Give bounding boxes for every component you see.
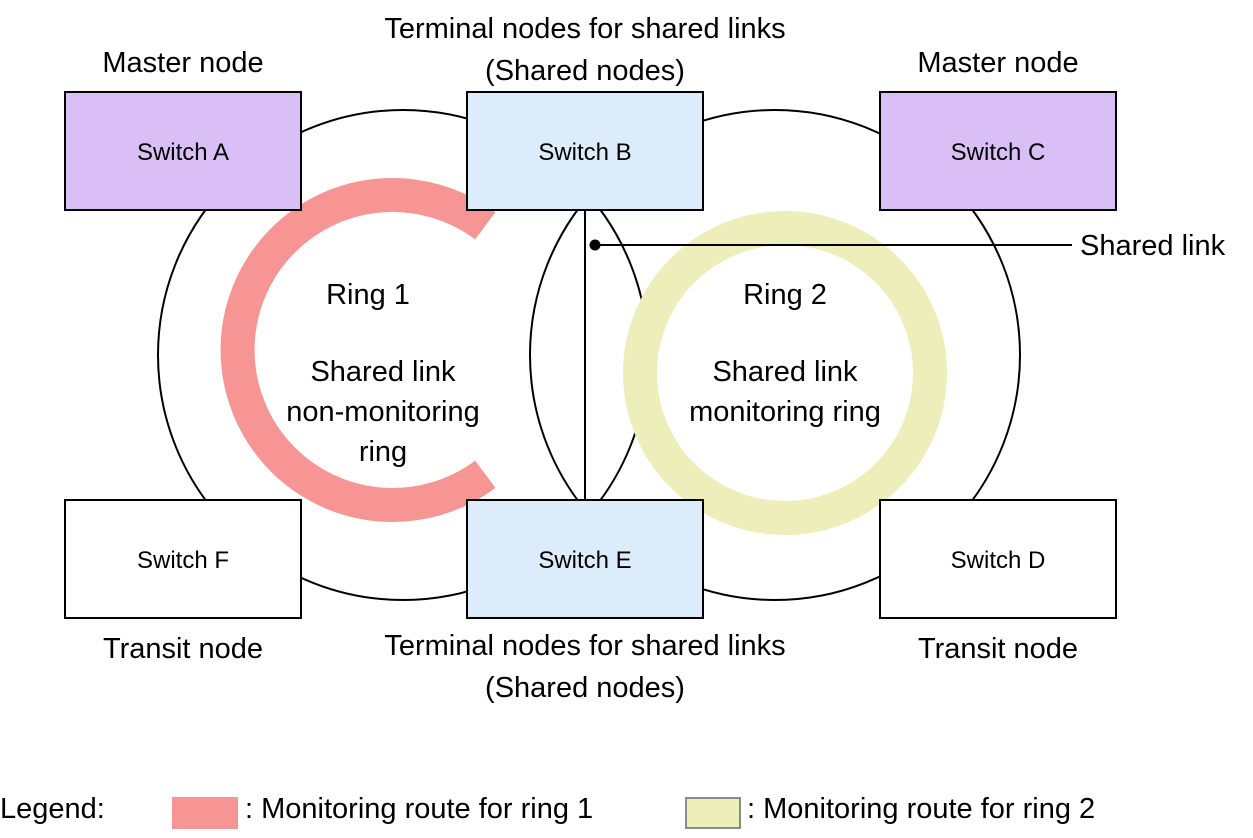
shared-nodes-label-top-line2: (Shared nodes) bbox=[485, 55, 685, 87]
switch-a-box bbox=[64, 91, 302, 211]
transit-node-label-right: Transit node bbox=[918, 633, 1078, 665]
legend-swatch-ring1 bbox=[172, 797, 238, 829]
ring2-desc-line2: monitoring ring bbox=[689, 396, 881, 428]
switch-d-label: Switch D bbox=[951, 547, 1046, 574]
shared-link-callout-dot bbox=[589, 239, 601, 251]
transit-node-label-left: Transit node bbox=[103, 633, 263, 665]
switch-e-box bbox=[466, 499, 704, 619]
switch-a-label: Switch A bbox=[137, 139, 229, 166]
legend: Legend: : Monitoring route for ring 1 : … bbox=[0, 793, 1095, 829]
shared-link-label: Shared link bbox=[1080, 230, 1226, 262]
ring2-name: Ring 2 bbox=[743, 279, 827, 311]
legend-title: Legend: bbox=[0, 793, 105, 825]
switch-c-box bbox=[879, 91, 1117, 211]
switch-f-label: Switch F bbox=[137, 547, 229, 574]
ring1-desc-line2: non-monitoring bbox=[286, 396, 479, 428]
ring2-desc-line1: Shared link bbox=[712, 356, 858, 388]
ring1-desc-line1: Shared link bbox=[310, 356, 456, 388]
switch-f-box bbox=[64, 499, 302, 619]
switch-c-label: Switch C bbox=[951, 139, 1046, 166]
switch-e-label: Switch E bbox=[538, 547, 631, 574]
shared-nodes-label-top-line1: Terminal nodes for shared links bbox=[384, 13, 785, 45]
ring2-outline bbox=[529, 109, 1021, 601]
ring1-name: Ring 1 bbox=[326, 279, 410, 311]
shared-nodes-label-bottom-line2: (Shared nodes) bbox=[485, 672, 685, 704]
legend-swatch-ring2 bbox=[685, 797, 741, 829]
legend-item-ring1: : Monitoring route for ring 1 bbox=[245, 793, 593, 825]
master-node-label-left: Master node bbox=[102, 47, 263, 79]
ring1-monitoring-route bbox=[220, 178, 496, 522]
ring1-desc-line3: ring bbox=[359, 436, 407, 468]
switch-b-box bbox=[466, 91, 704, 211]
switch-b-label: Switch B bbox=[538, 139, 631, 166]
legend-item-ring2: : Monitoring route for ring 2 bbox=[747, 793, 1095, 825]
master-node-label-right: Master node bbox=[917, 47, 1078, 79]
shared-nodes-label-bottom-line1: Terminal nodes for shared links bbox=[384, 630, 785, 662]
ring2-monitoring-route bbox=[623, 211, 947, 535]
switch-d-box bbox=[879, 499, 1117, 619]
